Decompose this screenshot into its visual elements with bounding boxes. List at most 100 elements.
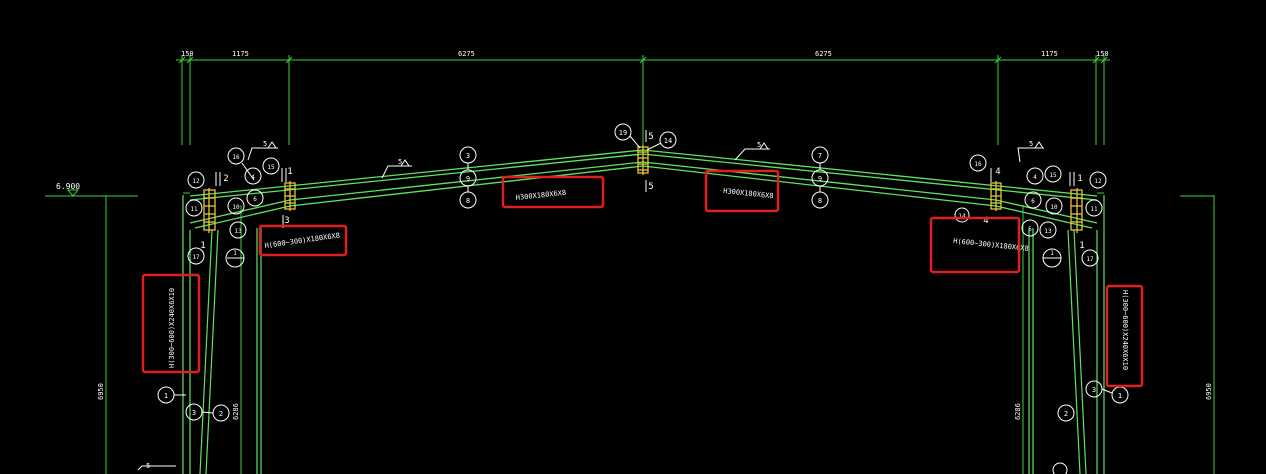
callout-re-17: 17 xyxy=(1086,256,1094,263)
section-mark-1-left: 1 xyxy=(287,167,292,177)
callout-rc-1: 1 xyxy=(1118,392,1122,400)
section-mark-1-right: 1 xyxy=(1077,174,1082,184)
height-dim-left-inner: 6286 xyxy=(232,403,240,420)
callout-rr-8: 8 xyxy=(818,197,822,205)
highlight-rafter-left xyxy=(258,224,348,257)
callout-le-11: 11 xyxy=(190,206,198,213)
section-mark-1-col-left: 1 xyxy=(200,241,205,251)
left-column[interactable] xyxy=(182,195,262,474)
left-column-callout-texts: 1 3 2 xyxy=(164,392,223,418)
callout-le-16: 16 xyxy=(232,154,240,161)
highlight-rafter-mid-left xyxy=(501,175,605,209)
callout-le-4: 4 xyxy=(251,174,255,181)
height-dim-right: 6950 xyxy=(1205,383,1213,400)
ridge-top-mark: 5 xyxy=(648,132,653,142)
top-dimension-texts: 150 1175 6275 6275 1175 150 xyxy=(181,50,1109,58)
right-eave-callout-texts: 16 12 11 10 15 6 4 5 13 17 1 14 1 4 4 1 xyxy=(958,161,1102,263)
weld-text-1: 5 xyxy=(398,158,402,166)
callout-re-5: 5 xyxy=(1028,226,1032,233)
highlight-rafter-mid-right xyxy=(704,169,780,213)
callout-rr-9: 9 xyxy=(818,175,822,183)
height-dimensions xyxy=(105,196,1215,474)
callout-le-13: 13 xyxy=(234,228,242,235)
ridge-callout-texts: 19 14 5 5 xyxy=(619,129,672,192)
callout-lr-9: 9 xyxy=(466,175,470,183)
dim-text-2: 1175 xyxy=(232,50,249,58)
callout-ridge-19: 19 xyxy=(619,129,627,137)
callout-re-1: 1 xyxy=(1050,250,1054,257)
section-mark-4-bottom: 4 xyxy=(983,216,988,226)
callout-le-12: 12 xyxy=(192,178,200,185)
highlight-rafter-right xyxy=(929,216,1021,274)
right-rafter-callouts xyxy=(811,146,829,209)
section-mark-2: 2 xyxy=(223,174,228,184)
left-rafter[interactable] xyxy=(189,149,644,229)
left-eave-joint[interactable] xyxy=(203,188,216,233)
callout-re-12: 12 xyxy=(1094,178,1102,185)
section-mark-4-top: 4 xyxy=(995,167,1000,177)
callout-re-6: 6 xyxy=(1031,198,1035,205)
right-rafter-callout-texts: 7 9 8 xyxy=(818,152,822,205)
weld-symbols xyxy=(137,141,1044,471)
callout-le-10: 10 xyxy=(232,204,240,211)
callout-re-14: 14 xyxy=(958,213,966,220)
top-dimension-chain xyxy=(176,55,1110,150)
ridge-joint[interactable] xyxy=(637,145,649,175)
callout-lr-3: 3 xyxy=(466,152,470,160)
dim-text-5: 1175 xyxy=(1041,50,1058,58)
callout-lr-8: 8 xyxy=(466,197,470,205)
elevation-mark: 6.900 xyxy=(45,182,138,197)
right-section-cut-marks xyxy=(990,168,1075,186)
highlight-column-left xyxy=(141,273,201,374)
elevation-text: 6.900 xyxy=(56,182,80,191)
callout-le-1: 1 xyxy=(233,250,237,257)
right-splice-joint[interactable] xyxy=(990,181,1002,211)
left-eave-callout-texts: 16 12 11 10 15 6 4 13 17 1 2 3 1 1 xyxy=(190,154,292,261)
callout-ridge-14: 14 xyxy=(664,137,672,145)
ridge-bottom-mark: 5 xyxy=(648,182,653,192)
dim-text-4: 6275 xyxy=(815,50,832,58)
section-mark-1-col-right: 1 xyxy=(1079,241,1084,251)
dim-text-3: 6275 xyxy=(458,50,475,58)
callout-lc-2: 2 xyxy=(219,410,223,418)
label-column-right: H(300~600)X240X6X10 xyxy=(1121,290,1129,370)
callout-re-4: 4 xyxy=(1033,174,1037,181)
callout-le-6: 6 xyxy=(253,196,257,203)
dim-text-1: 150 xyxy=(181,50,194,58)
ridge-callouts xyxy=(614,123,677,151)
right-eave-callouts xyxy=(954,154,1107,268)
callout-rc-2: 2 xyxy=(1064,410,1068,418)
right-eave-joint[interactable] xyxy=(1070,188,1083,233)
height-dim-left: 6950 xyxy=(97,383,105,400)
highlight-column-right xyxy=(1105,284,1144,388)
section-mark-3: 3 xyxy=(284,216,289,226)
callout-re-10: 10 xyxy=(1050,204,1058,211)
callout-lc-3: 3 xyxy=(192,409,196,417)
height-dimension-texts: 6950 6286 6286 6950 xyxy=(97,383,1213,420)
callout-le-15: 15 xyxy=(267,164,275,171)
right-column[interactable] xyxy=(1028,195,1105,474)
callout-re-15: 15 xyxy=(1049,172,1057,179)
height-dim-right-inner: 6286 xyxy=(1014,403,1022,420)
weld-text-5: 5 xyxy=(146,462,150,470)
callout-lc-1: 1 xyxy=(164,392,168,400)
callout-rr-7: 7 xyxy=(818,152,822,160)
right-column-callout-partial xyxy=(1052,462,1068,474)
left-rafter-callouts xyxy=(459,146,477,209)
callout-re-16: 16 xyxy=(974,161,982,168)
left-column-callouts xyxy=(157,386,230,422)
weld-text-3: 5 xyxy=(263,140,267,148)
left-eave-callouts xyxy=(185,147,280,268)
label-column-left: H(300~600)X240X6X10 xyxy=(168,288,176,368)
left-rafter-callout-texts: 3 9 8 xyxy=(466,152,470,205)
weld-text-2: 5 xyxy=(757,141,761,149)
callout-rc-3: 3 xyxy=(1092,386,1096,394)
highlight-boxes xyxy=(141,169,1144,388)
dim-text-6: 150 xyxy=(1096,50,1109,58)
left-splice-joint[interactable] xyxy=(284,181,296,211)
callout-le-17: 17 xyxy=(192,254,200,261)
weld-texts: 5 5 5 5 5 xyxy=(146,140,1033,470)
callout-re-11: 11 xyxy=(1090,206,1098,213)
